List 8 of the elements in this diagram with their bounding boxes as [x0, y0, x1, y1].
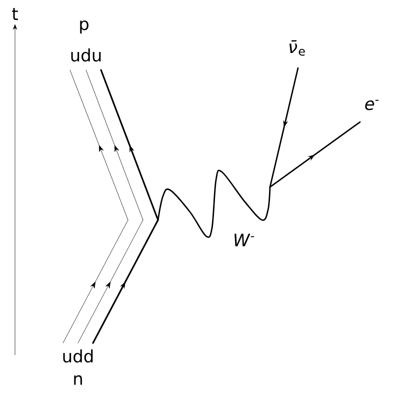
quark-label: udd	[63, 349, 93, 363]
particle-label: p	[80, 20, 88, 34]
particle-label: W$^{-}$	[234, 234, 254, 246]
particle-label: e$^{-}$	[365, 100, 379, 110]
particle-label: ν̄$_{e}$	[290, 40, 305, 56]
quark-label: udu	[71, 48, 101, 62]
particle-label: n	[74, 375, 82, 385]
time-label: t	[12, 8, 18, 20]
